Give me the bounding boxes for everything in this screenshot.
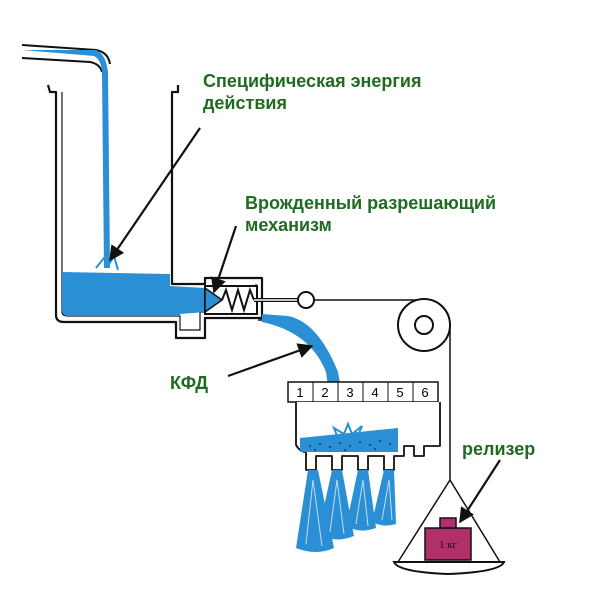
scale-tick: 2 [321,385,328,400]
weight-pan [392,561,506,576]
label-kfd: КФД [170,373,209,393]
label-innate-releasing-mechanism: Врожденный разрешающий механизм [245,192,496,236]
water-jet-3 [346,470,376,531]
label-specific-energy: Специфическая энергия действия [203,70,421,114]
pan-string-right [449,479,501,563]
jet-spray-lines [305,479,393,547]
valve-spring [221,286,255,314]
water-jet-4 [372,470,396,526]
label-specific-energy-line2: действия [203,93,287,113]
arrow-kfd [227,343,314,378]
label-mechanism-line1: Врожденный разрешающий [245,193,497,213]
pan-string-left [397,479,451,563]
inflow-stream [22,50,110,268]
reservoir-water [62,272,205,316]
impact-splash [331,421,363,441]
label-mechanism-line2: механизм [245,215,332,235]
scale-tick: 1 [296,385,303,400]
inflow-pipe [21,44,111,73]
arrow-energy [109,127,201,262]
rod-end-knob [297,291,315,309]
scale-tick: 3 [346,385,353,400]
weight-label: 1 кг [439,539,458,551]
valve-cone [204,286,224,314]
weight-handle [439,517,457,529]
label-specific-energy-line1: Специфическая энергия [203,71,422,91]
arrow-releaser [459,459,501,524]
arrow-mechanism [211,225,238,294]
trough-dots [309,440,391,451]
reservoir-inner-wall [61,92,257,331]
label-releaser: релизер [462,439,536,459]
pulley-axle [414,315,434,335]
trough-water [300,428,398,452]
weight-block [424,527,472,561]
water-jet-2 [318,470,354,540]
reservoir-vessel [46,84,264,340]
scale-tick: 6 [421,385,428,400]
scale-tick: 5 [396,385,403,400]
scale-tick: 4 [371,385,378,400]
